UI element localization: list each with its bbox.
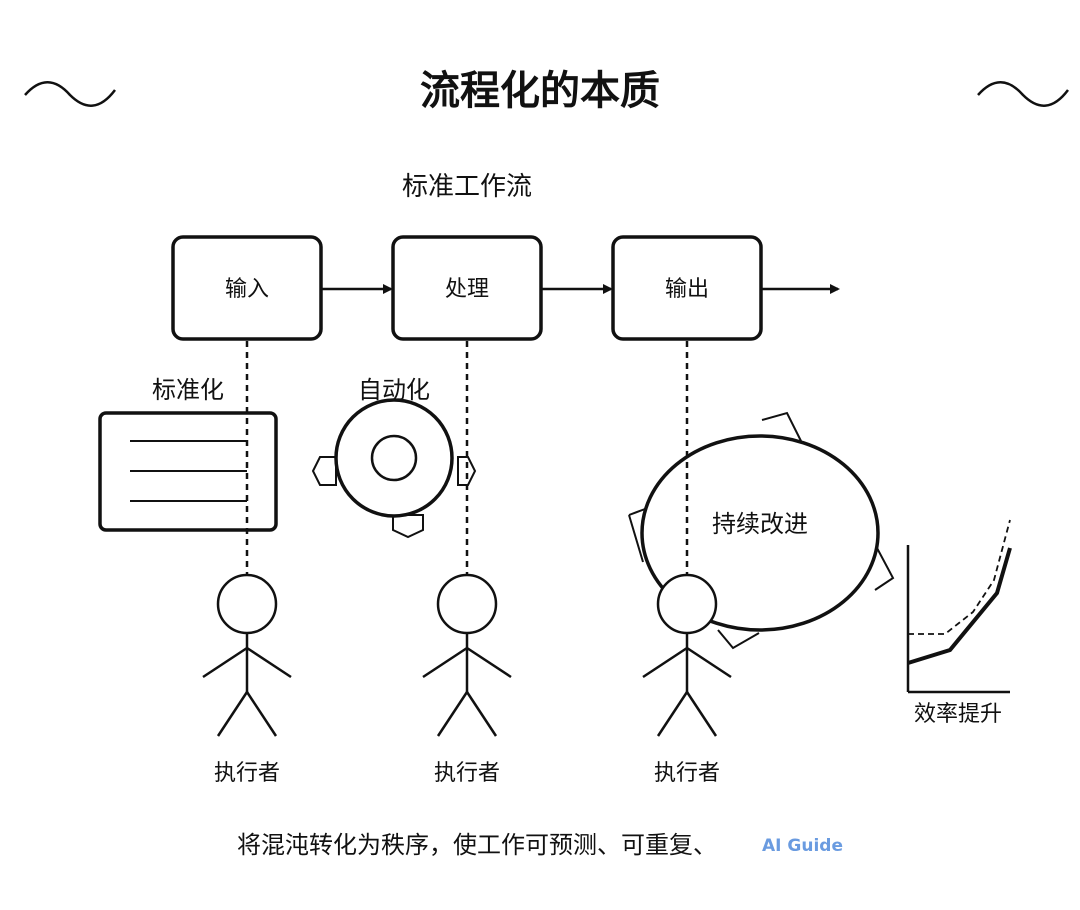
step-label: 处理: [445, 277, 489, 302]
step-label: 输出: [665, 277, 709, 302]
executor-figure: [202, 573, 292, 737]
executor-label: 执行者: [214, 761, 280, 786]
step-box-output: 输出: [611, 235, 763, 341]
step-box-process: 处理: [391, 235, 543, 341]
wave-icon: [24, 81, 116, 107]
step-label: 输入: [225, 277, 269, 302]
executor-label: 执行者: [434, 761, 500, 786]
document-lines-icon: [98, 411, 278, 532]
page-title: 流程化的本质: [420, 68, 660, 114]
step-box-input: 输入: [171, 235, 323, 341]
workflow-title: 标准工作流: [402, 172, 532, 202]
executor-label: 执行者: [654, 761, 720, 786]
efficiency-label: 效率提升: [914, 702, 1002, 727]
caption-text: 将混沌转化为秩序，使工作可预测、可重复、: [237, 831, 717, 859]
growth-curve-icon: [906, 519, 1012, 694]
watermark-text: AI Guide: [762, 836, 843, 856]
executor-figure: [422, 573, 512, 737]
wave-icon: [977, 81, 1069, 107]
automation-label: 自动化: [358, 376, 430, 404]
standardization-label: 标准化: [152, 376, 224, 404]
gear-icon: [311, 398, 477, 539]
improvement-label: 持续改进: [712, 510, 808, 538]
executor-figure: [642, 573, 732, 737]
